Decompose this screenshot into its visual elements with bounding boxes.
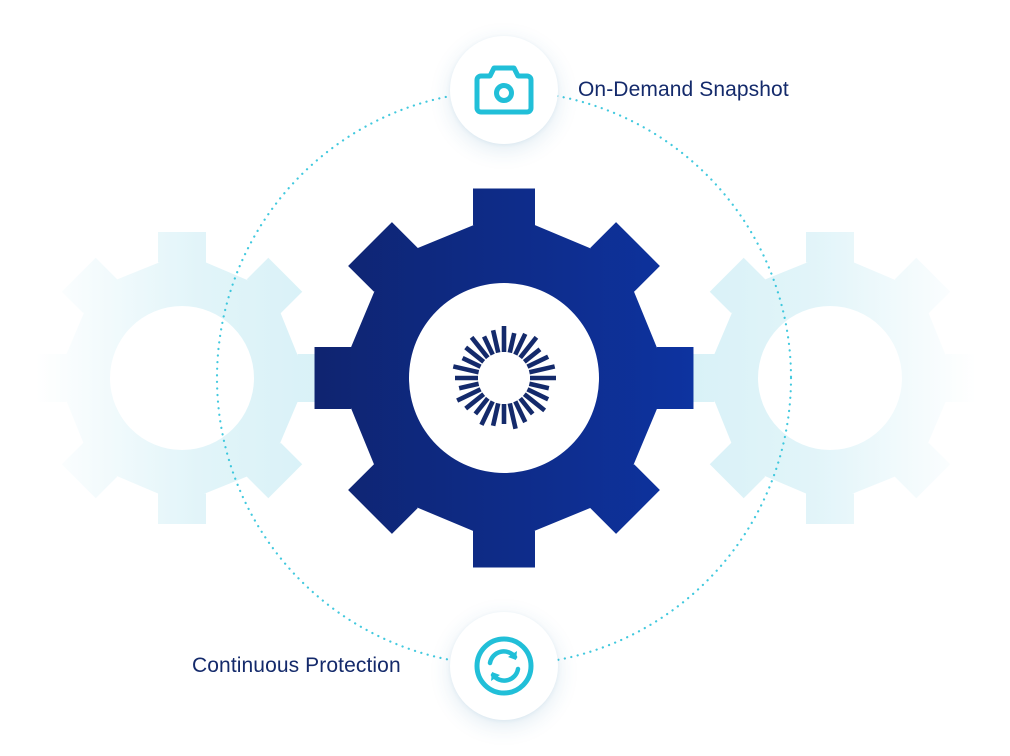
logo-ray xyxy=(469,335,490,360)
logo-ray xyxy=(464,392,486,411)
logo-ray xyxy=(513,400,528,424)
logo-ray xyxy=(513,332,528,356)
camera-icon xyxy=(474,65,534,115)
logo-ray xyxy=(507,332,517,354)
logo-ray xyxy=(490,402,501,427)
ghost-gear-right xyxy=(683,231,977,525)
logo-ray xyxy=(464,345,486,364)
logo-ray xyxy=(518,396,535,416)
sync-arrows-icon xyxy=(474,636,534,696)
logo-ray xyxy=(490,329,501,354)
logo-ray xyxy=(473,396,490,416)
logo-ray xyxy=(526,354,550,369)
protection-node xyxy=(450,612,558,720)
logo-ray xyxy=(522,392,547,413)
logo-ray xyxy=(518,335,539,360)
label-continuous-protection: Continuous Protection xyxy=(192,654,401,677)
main-gear xyxy=(314,188,694,568)
radial-burst-logo-icon xyxy=(452,326,556,430)
logo-ray xyxy=(522,347,542,364)
logo-ray xyxy=(481,335,495,356)
logo-ray xyxy=(456,387,482,403)
logo-ray xyxy=(528,364,556,375)
logo-ray xyxy=(452,364,480,375)
label-on-demand-snapshot: On-Demand Snapshot xyxy=(578,78,789,101)
ghost-gear-left xyxy=(35,231,329,525)
snapshot-node xyxy=(450,36,558,144)
logo-ray xyxy=(479,400,495,426)
logo-ray xyxy=(458,381,480,391)
logo-ray xyxy=(507,402,518,430)
logo-ray xyxy=(528,381,550,391)
logo-ray xyxy=(526,387,550,402)
logo-ray xyxy=(461,355,482,369)
